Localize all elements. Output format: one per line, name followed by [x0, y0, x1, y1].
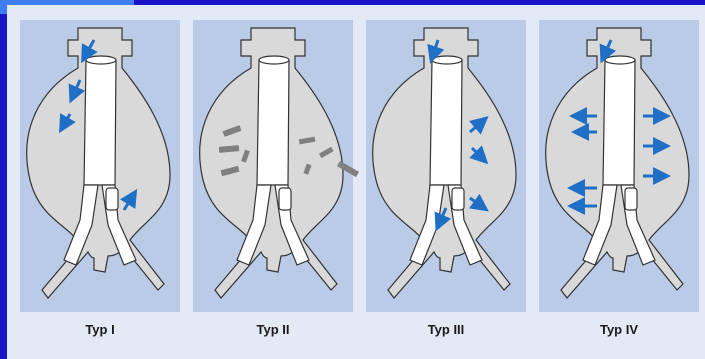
panel-typ-4 [539, 20, 699, 312]
label-typ-1: Typ I [40, 322, 160, 337]
panel-typ-2 [193, 20, 359, 312]
panel-typ-1 [20, 20, 180, 312]
label-typ-4: Typ IV [559, 322, 679, 337]
label-typ-2: Typ II [213, 322, 333, 337]
label-typ-3: Typ III [386, 322, 506, 337]
panel-typ-3 [366, 20, 526, 312]
